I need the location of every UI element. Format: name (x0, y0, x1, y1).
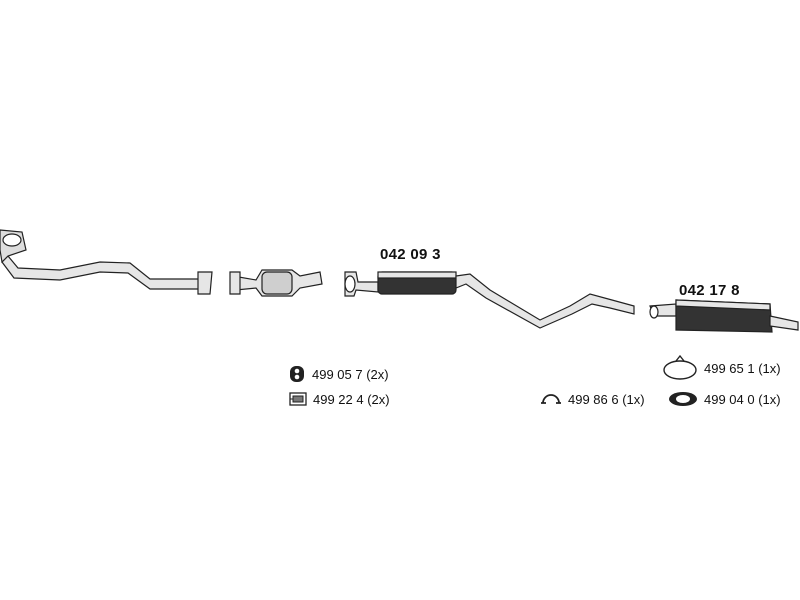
accessory-item: 499 22 4 (2x) (289, 391, 390, 407)
rubber-hanger-icon (290, 366, 304, 382)
accessory-item: 499 04 0 (1x) (668, 391, 781, 407)
accessory-code: 499 05 7 (2x) (312, 366, 389, 382)
rear-silencer-code: 042 17 8 (679, 282, 740, 299)
accessory-code: 499 04 0 (1x) (704, 391, 781, 407)
accessory-item: 499 86 6 (1x) (540, 391, 645, 407)
gasket-icon (669, 392, 697, 406)
rear-silencer (649, 299, 799, 333)
pipe-clamp-icon (541, 394, 561, 404)
accessory-code: 499 22 4 (2x) (313, 391, 390, 407)
accessory-code: 499 65 1 (1x) (704, 360, 781, 376)
middle-silencer (344, 271, 635, 329)
accessory-item: 499 05 7 (2x) (288, 365, 389, 383)
hanger-loop-icon (663, 355, 697, 380)
accessory-code: 499 86 6 (1x) (568, 391, 645, 407)
mounting-bracket-icon (289, 392, 307, 406)
accessory-item: 499 65 1 (1x) (662, 355, 781, 381)
middle-silencer-code: 042 09 3 (380, 246, 441, 263)
front-pipe (0, 229, 213, 295)
catalytic-converter (229, 269, 323, 297)
